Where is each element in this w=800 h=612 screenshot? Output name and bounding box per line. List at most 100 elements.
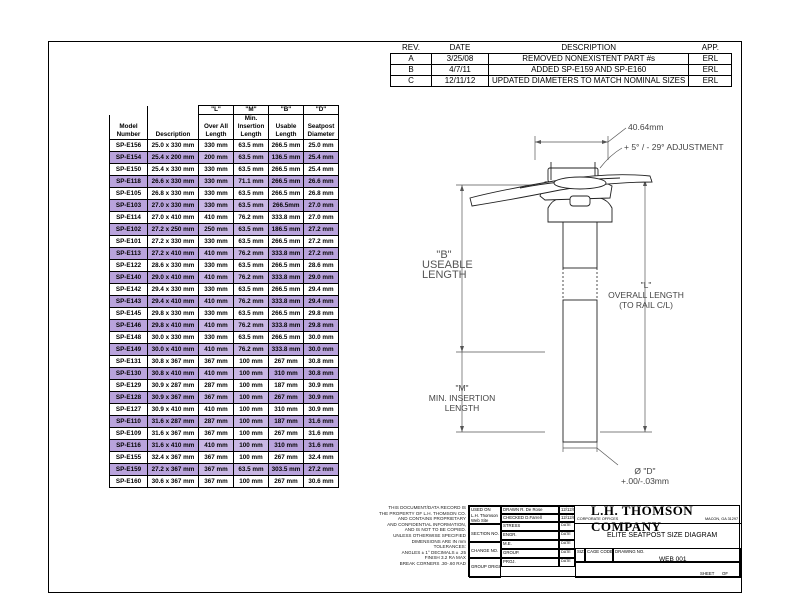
of-label: OF bbox=[722, 571, 728, 576]
arrowhead bbox=[643, 180, 647, 186]
cell-overall: 367 mm bbox=[198, 391, 234, 404]
seatpost-size-table: "L" "M" "B" "D" Model Number Description… bbox=[109, 105, 339, 488]
drawing-sheet-border bbox=[48, 41, 742, 593]
cell-desc: 27.2 x 410 mm bbox=[147, 247, 199, 260]
header-model: Model Number bbox=[109, 114, 148, 140]
cell-diameter: 25.4 mm bbox=[303, 151, 339, 164]
drawn-by-value: R. De Rose bbox=[520, 507, 543, 512]
cell-overall: 410 mm bbox=[198, 367, 234, 380]
header-insertion-line3: Length bbox=[240, 131, 262, 138]
revision-cell: ERL bbox=[688, 75, 733, 87]
cell-model: SP-E116 bbox=[109, 439, 148, 452]
cell-overall: 410 mm bbox=[198, 439, 234, 452]
cell-desc: 27.2 x 250 mm bbox=[147, 223, 199, 236]
note-line: UNLESS OTHERWISE SPECIFIED bbox=[393, 532, 466, 538]
note-line: AND IS NOT TO BE COPIED. bbox=[404, 527, 466, 533]
cell-insertion: 100 mm bbox=[233, 415, 269, 428]
header-diameter-line1: Seatpost bbox=[307, 123, 335, 130]
header-overall-line2: Length bbox=[205, 131, 227, 138]
sheet-label: SHEET bbox=[700, 571, 715, 576]
drawn-label: DRAWN bbox=[503, 507, 520, 512]
header-model-line1: Model bbox=[119, 123, 138, 130]
post-tube-upper bbox=[562, 221, 598, 269]
cell-diameter: 26.6 mm bbox=[303, 175, 339, 188]
cell-desc: 30.0 x 410 mm bbox=[147, 343, 199, 356]
header-diameter-line2: Diameter bbox=[307, 131, 335, 138]
header-insertion-line1: Min. bbox=[244, 115, 258, 122]
post-tube-lower bbox=[562, 299, 598, 443]
date-cell: DATE bbox=[559, 522, 575, 531]
diameter-label: Ø "D" +.00/-.03mm bbox=[610, 466, 680, 486]
arrowhead bbox=[602, 140, 608, 144]
note-line: FINISH 3.2 RA MAX bbox=[424, 555, 466, 561]
header-diameter: Seatpost Diameter bbox=[303, 114, 339, 140]
size-cell: SIZE bbox=[575, 548, 585, 562]
drawing-no-label: DRAWING NO. bbox=[615, 549, 645, 554]
cell-usable: 333.8 mm bbox=[268, 271, 304, 284]
clamp-width-leader bbox=[607, 127, 627, 143]
insertion-length-line2: LENGTH bbox=[444, 403, 480, 413]
cell-model: SP-E146 bbox=[109, 319, 148, 332]
header-usable: Usable Length bbox=[268, 114, 304, 140]
cell-overall: 410 mm bbox=[198, 319, 234, 332]
cell-model: SP-E154 bbox=[109, 151, 148, 164]
note-line: TOLERANCES: bbox=[433, 544, 466, 550]
cell-model: SP-E143 bbox=[109, 295, 148, 308]
cell-diameter: 27.2 mm bbox=[303, 223, 339, 236]
cell-usable: 310 mm bbox=[268, 367, 304, 380]
checked-date: 12/12/04 bbox=[559, 514, 575, 522]
saddle-rail bbox=[469, 174, 653, 207]
cell-usable: 266.5 mm bbox=[268, 175, 304, 188]
cell-model: SP-E110 bbox=[109, 415, 148, 428]
company-name: L.H. THOMSON COMPANY bbox=[591, 503, 694, 534]
mfg-cell: M.E. bbox=[501, 540, 559, 549]
title-divider bbox=[575, 523, 741, 524]
cell-insertion: 63.5 mm bbox=[233, 151, 269, 164]
note-line: ANGLES ± 1° DECIMALS ± .25 bbox=[401, 549, 466, 555]
used-on-value: L.H. Thomson Web Site bbox=[469, 514, 501, 524]
engr-cell: ENGR. bbox=[501, 531, 559, 540]
clamp-cradle bbox=[553, 176, 607, 190]
note-line: AND CONFIDENTIAL INFORMATION, bbox=[387, 521, 466, 527]
cell-usable: 333.8 mm bbox=[268, 343, 304, 356]
cell-usable: 333.8 mm bbox=[268, 247, 304, 260]
arrowhead bbox=[535, 140, 541, 144]
note-line: THE PROPERTY OF L.H. THOMSON CO. bbox=[378, 510, 466, 516]
cell-usable: 187 mm bbox=[268, 415, 304, 428]
title-block: USED ON L.H. Thomson Web Site SECTION NO… bbox=[468, 503, 741, 578]
arrowhead bbox=[460, 185, 464, 191]
cell-insertion: 100 mm bbox=[233, 475, 269, 488]
drawn-date: 12/12/04 bbox=[559, 506, 575, 514]
drawing-title: ELITE SEATPOST SIZE DIAGRAM bbox=[607, 532, 718, 539]
proj-cell: PROJ. bbox=[501, 558, 559, 567]
cell-model: SP-E159 bbox=[109, 463, 148, 476]
group-cell: GROUP. bbox=[501, 549, 559, 558]
note-line: DIMENSIONS ARE IN mm bbox=[411, 538, 466, 544]
header-description-text: Description bbox=[155, 131, 191, 138]
insertion-length-line1: MIN. INSERTION bbox=[428, 393, 496, 403]
note-line: AND CONTAINS PROPRIETARY bbox=[397, 516, 466, 522]
usable-length-line2: LENGTH bbox=[422, 269, 467, 281]
adjustment-label: + 5° / - 29° ADJUSTMENT bbox=[624, 142, 724, 152]
corporate-offices: CORPORATE OFFICES bbox=[577, 517, 619, 521]
clamp-nut bbox=[569, 195, 591, 207]
cell-overall: 250 mm bbox=[198, 223, 234, 236]
drawing-no-cell: DRAWING NO. bbox=[613, 548, 741, 562]
drawn-cell: DRAWN R. De Rose bbox=[501, 506, 559, 514]
sheet-cell: SHEET OF bbox=[575, 562, 741, 578]
cell-diameter: 25.0 mm bbox=[303, 139, 339, 152]
drawing-no-value: WEB 001 bbox=[659, 556, 687, 563]
